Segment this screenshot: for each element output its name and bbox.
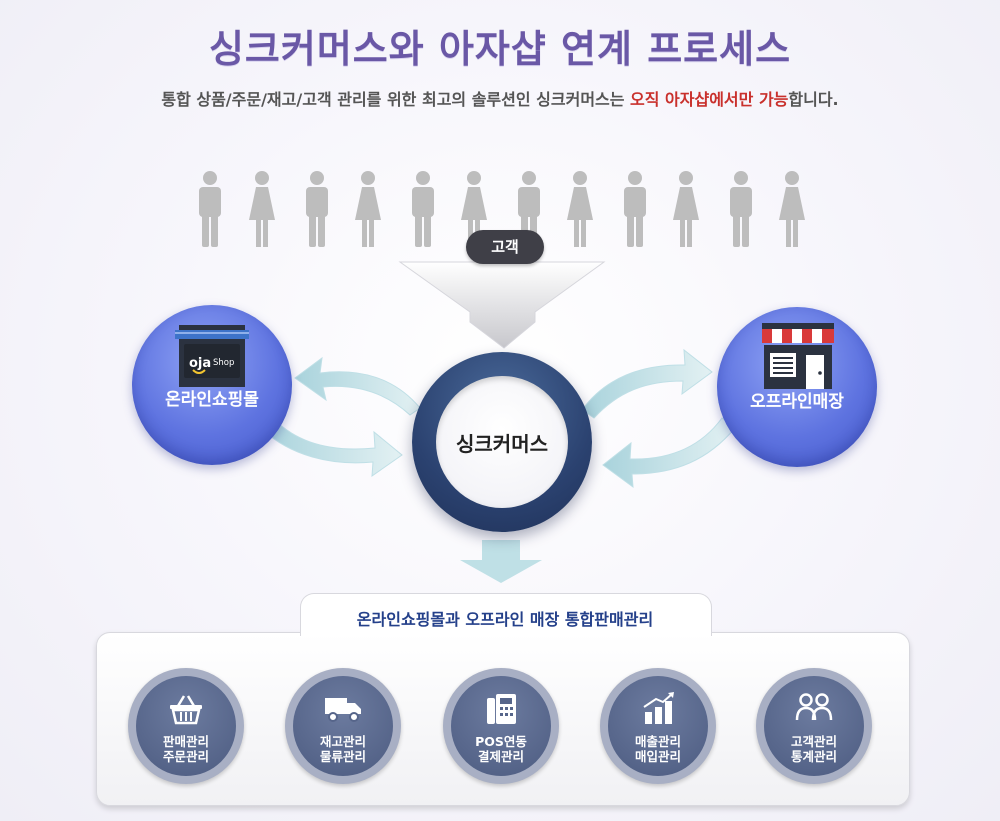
woman-icon: [779, 171, 805, 247]
woman-icon: [249, 171, 275, 247]
man-icon: [730, 171, 752, 247]
woman-icon: [355, 171, 381, 247]
arrow-to-center-right: [602, 417, 736, 489]
sync-commerce-node: 싱크커머스: [412, 352, 592, 532]
down-arrow: [460, 540, 542, 583]
service-label-2: 물류관리: [319, 749, 366, 764]
service-sales-order: 판매관리 주문관리: [128, 668, 244, 784]
page-title: 싱크커머스와 아자샵 연계 프로세스: [208, 27, 792, 71]
online-mall-node: oja Shop 온라인쇼핑몰: [132, 305, 292, 465]
service-label-2: 결제관리: [477, 749, 524, 764]
sync-commerce-label: 싱크커머스: [456, 432, 548, 456]
arrow-to-center-left: [262, 419, 403, 478]
service-label-1: 고객관리: [790, 734, 837, 749]
service-inventory-logistics: 재고관리 물류관리: [285, 668, 401, 784]
panel-heading: 온라인쇼핑몰과 오프라인 매장 통합판매관리: [356, 610, 654, 629]
bar-chart-icon: [643, 692, 674, 724]
shop-awning-icon: [762, 323, 834, 389]
service-label-2: 주문관리: [162, 749, 209, 764]
service-label-1: 재고관리: [319, 734, 366, 749]
service-label-2: 통계관리: [790, 749, 837, 764]
man-icon: [624, 171, 646, 247]
sync-commerce-inner: 싱크커머스: [436, 376, 568, 508]
arrow-to-offline-store: [581, 348, 713, 419]
panel-tab: [300, 593, 712, 636]
man-icon: [199, 171, 221, 247]
service-label-1: POS연동: [475, 734, 527, 749]
offline-store-node: 오프라인매장: [717, 307, 877, 467]
service-sales-purchase: 매출관리 매입관리: [600, 668, 716, 784]
customer-figures: [195, 170, 815, 250]
woman-icon: [567, 171, 593, 247]
basket-icon: [170, 695, 202, 725]
oja-logo-sub: Shop: [213, 358, 234, 368]
pos-terminal-icon: [487, 694, 516, 724]
customer-badge: 고객: [466, 230, 544, 264]
woman-icon: [673, 171, 699, 247]
truck-icon: [325, 698, 361, 722]
service-customer-stats: 고객관리 통계관리: [756, 668, 872, 784]
subtitle-highlight: 오직 아자샵에서만 가능: [630, 90, 789, 109]
man-icon: [412, 171, 434, 247]
arrow-to-online-mall: [294, 356, 421, 416]
man-icon: [306, 171, 328, 247]
oja-logo-text: oja: [189, 356, 211, 371]
storefront-icon: oja Shop: [175, 325, 249, 387]
subtitle-suffix: 합니다.: [788, 90, 839, 109]
page-subtitle: 통합 상품/주문/재고/고객 관리를 위한 최고의 솔루션인 싱크커머스는 오직…: [0, 86, 1000, 110]
service-pos-payment: POS연동 결제관리: [443, 668, 559, 784]
service-label-2: 매입관리: [634, 749, 681, 764]
users-icon: [795, 693, 833, 721]
online-mall-label: 온라인쇼핑몰: [165, 390, 259, 410]
offline-store-label: 오프라인매장: [750, 392, 844, 412]
subtitle-text: 통합 상품/주문/재고/고객 관리를 위한 최고의 솔루션인 싱크커머스는: [161, 90, 631, 109]
service-label-1: 판매관리: [162, 734, 209, 749]
customer-funnel-arrow: [398, 261, 606, 349]
service-label-1: 매출관리: [634, 734, 681, 749]
